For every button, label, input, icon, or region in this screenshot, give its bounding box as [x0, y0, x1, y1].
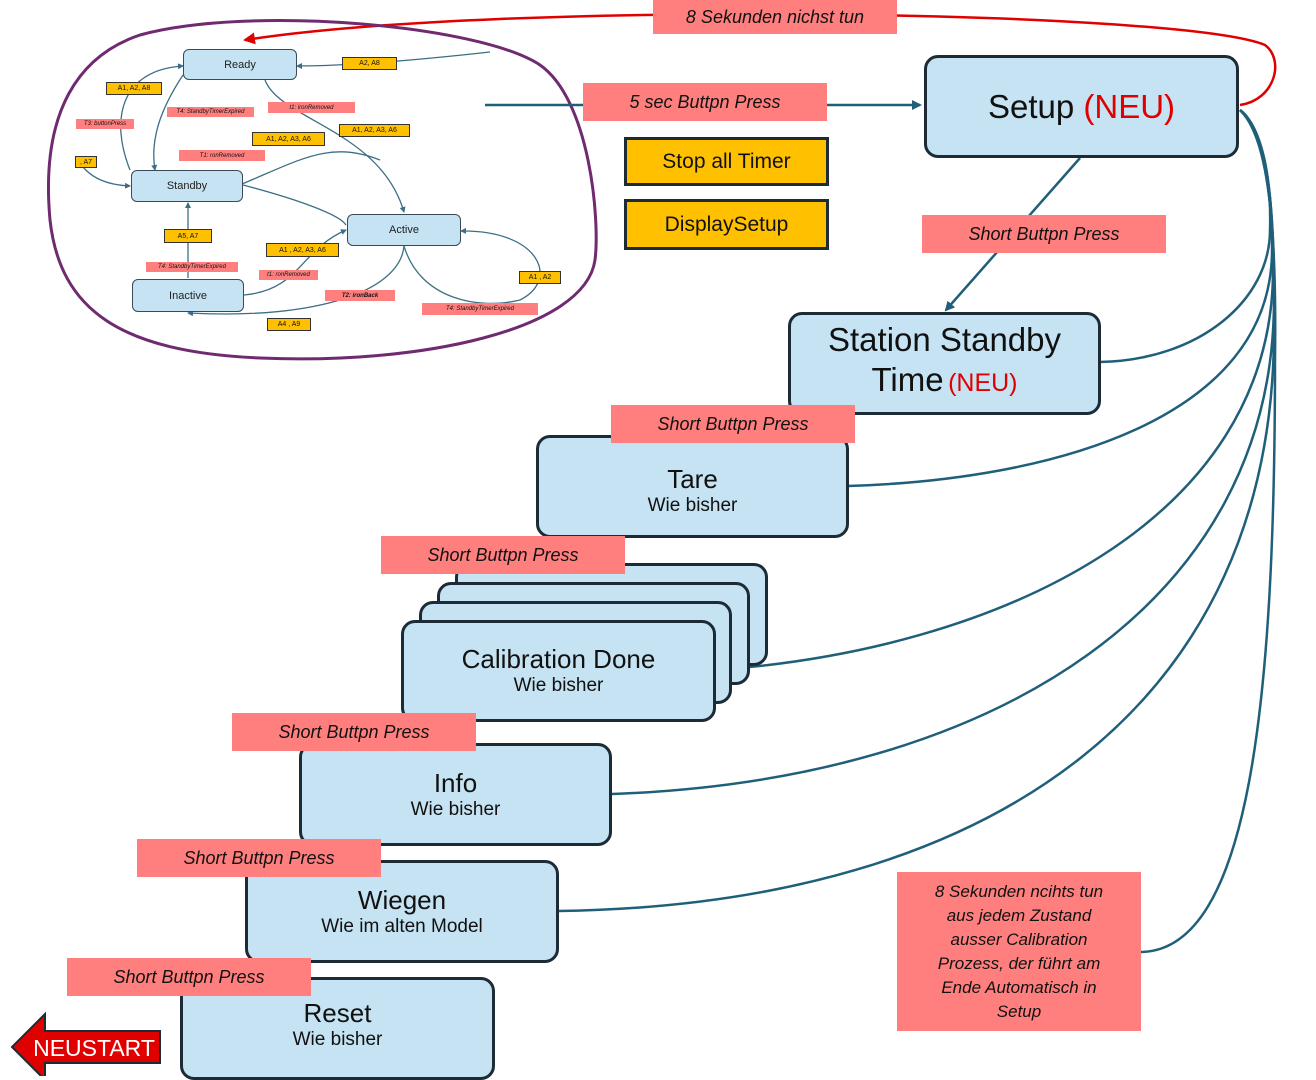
tare-subtitle: Wie bisher: [647, 494, 738, 516]
calibration-title: Calibration Done: [461, 644, 656, 674]
display-setup-action: DisplaySetup: [624, 199, 829, 250]
standby-title-line2: Time: [871, 361, 944, 398]
return-from-tare: [847, 109, 1274, 488]
mini-cond: A5, A7: [164, 229, 212, 243]
calibration-subtitle: Wie bisher: [513, 675, 604, 696]
return-from-note: [1140, 109, 1277, 954]
wiegen-title: Wiegen: [357, 884, 447, 915]
tare-title: Tare: [667, 463, 718, 494]
standby-neu-tag: (NEU): [948, 369, 1018, 397]
mini-trigger: T4: StandbyTimerExpired: [167, 107, 254, 117]
mini-cond: A1 , A2: [519, 271, 561, 284]
info-subtitle: Wie bisher: [410, 798, 501, 820]
setup-title: Setup: [987, 87, 1075, 125]
standby-title-line1: Station Standby: [828, 321, 1061, 358]
mini-cond: , A7: [75, 156, 97, 168]
setup-neu-tag: (NEU): [1083, 87, 1176, 125]
mini-cond: A1 , A2, A3, A6: [266, 243, 339, 257]
mini-trigger: t1: ronRemoved: [259, 270, 318, 280]
timeout-note: 8 Sekunden ncihts tun aus jedem Zustand …: [897, 872, 1141, 1031]
station-standby-time-state: Station Standby Time (NEU): [788, 312, 1101, 415]
calibration-done-state: Calibration Done Wie bisher: [401, 620, 716, 722]
mini-state-inactive: Inactive: [132, 279, 244, 312]
wiegen-subtitle: Wie im alten Model: [321, 915, 483, 937]
neustart-arrow-shape: [10, 1011, 161, 1076]
mini-trigger: t1: ironRemoved: [268, 102, 355, 113]
wiegen-state: Wiegen Wie im alten Model: [245, 860, 559, 963]
timeout-label: 8 Sekunden nichst tun: [653, 0, 897, 34]
mini-cond: A4 , A9: [267, 318, 311, 331]
mini-state-active: Active: [347, 214, 461, 246]
mini-trigger: T1: ronRemoved: [179, 150, 265, 161]
reset-title: Reset: [303, 997, 372, 1028]
mini-trigger: T2: ironBack: [325, 290, 395, 301]
info-state: Info Wie bisher: [299, 743, 612, 846]
mini-state-standby: Standby: [131, 170, 243, 202]
short-press-label: Short Buttpn Press: [611, 405, 855, 443]
short-press-label: Short Buttpn Press: [922, 215, 1166, 253]
tare-state: Tare Wie bisher: [536, 435, 849, 538]
enter-setup-label: 5 sec Buttpn Press: [583, 83, 827, 121]
mini-trigger: T4: StandbyTimerExpired: [146, 262, 238, 272]
reset-subtitle: Wie bisher: [292, 1028, 383, 1050]
short-press-label: Short Buttpn Press: [381, 536, 625, 574]
short-press-label: Short Buttpn Press: [137, 839, 381, 877]
setup-state: Setup (NEU): [924, 55, 1239, 158]
mini-state-ready: Ready: [183, 49, 297, 80]
mini-trigger: T4: StandbyTimerExpired: [422, 303, 538, 315]
info-title: Info: [433, 767, 478, 798]
mini-cond: A1, A2, A8: [106, 82, 162, 95]
stop-all-timer-action: Stop all Timer: [624, 137, 829, 186]
state-machine-lasso: [47, 19, 598, 361]
mini-cond: A1, A2, A3, A6: [252, 132, 325, 146]
mini-cond: A2, A8: [342, 57, 397, 70]
mini-trigger: T3: buttonPress: [76, 119, 134, 129]
timeout-arrow: [243, 12, 1277, 107]
short-press-label: Short Buttpn Press: [67, 958, 311, 996]
mini-cond: A1, A2, A3, A6: [339, 124, 410, 137]
short-press-label: Short Buttpn Press: [232, 713, 476, 751]
neustart-label: NEUSTART: [33, 1035, 155, 1061]
